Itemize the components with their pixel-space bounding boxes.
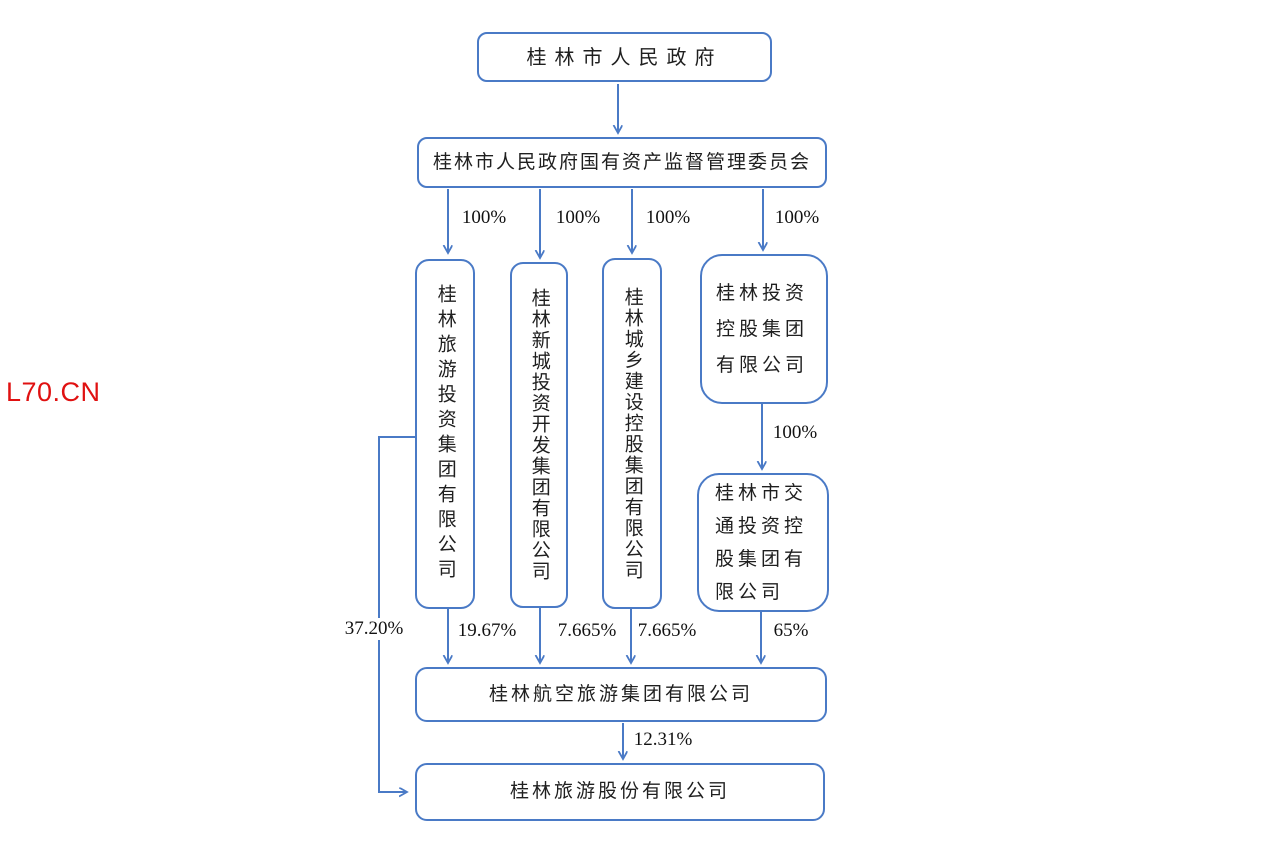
edge-label-37-20pct: 37.20% (341, 618, 407, 640)
node-guilin-government: 桂林市人民政府 (477, 32, 772, 82)
node-guilin-sasac: 桂林市人民政府国有资产监督管理委员会 (417, 137, 827, 188)
edge-label-100pct-5: 100% (769, 422, 821, 444)
edge-label-7-665pct-1: 7.665% (554, 620, 620, 642)
node-guilin-tourism-shares: 桂林旅游股份有限公司 (415, 763, 825, 821)
edge-label-12-31pct: 12.31% (630, 729, 696, 751)
node-guilin-transport-investment-holding-group: 桂林市交通投资控股集团有限公司 (697, 473, 829, 612)
node-guilin-xincheng-investment-group: 桂林新城投资开发集团有限公司 (510, 262, 568, 608)
node-label: 桂林市交通投资控股集团有限公司 (715, 481, 808, 603)
edge-label-65pct: 65% (770, 620, 812, 642)
edge-label-100pct-3: 100% (642, 207, 694, 229)
edge-label-100pct-1: 100% (458, 207, 510, 229)
edge-label-100pct-2: 100% (552, 207, 604, 229)
node-label: 桂林投资控股集团有限公司 (716, 282, 809, 376)
node-guilin-urban-rural-construction-group: 桂林城乡建设控股集团有限公司 (602, 258, 662, 609)
edge-label-19-67pct: 19.67% (454, 620, 520, 642)
edge-label-100pct-4: 100% (771, 207, 823, 229)
node-guilin-aviation-tourism-group: 桂林航空旅游集团有限公司 (415, 667, 827, 722)
edge-label-7-665pct-2: 7.665% (634, 620, 700, 642)
node-guilin-investment-holding-group: 桂林投资控股集团有限公司 (700, 254, 828, 404)
watermark-text: L70.CN (6, 377, 101, 407)
node-guilin-tourism-investment-group: 桂林旅游投资集团有限公司 (415, 259, 475, 609)
